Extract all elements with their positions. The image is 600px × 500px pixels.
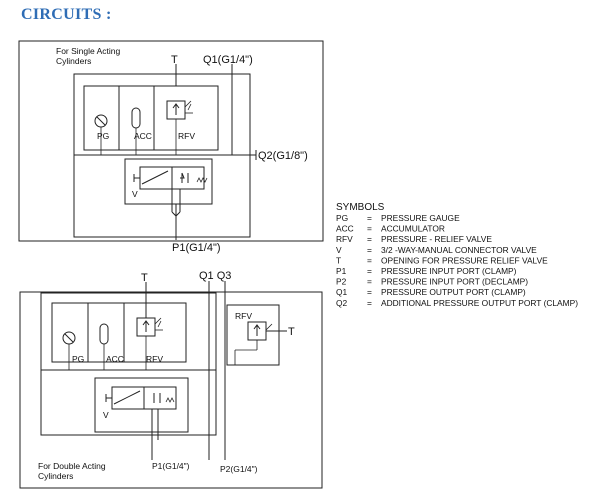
double-label-rfv-2: RFV (235, 311, 252, 321)
single-relief-valve-icon (166, 100, 193, 155)
symbol-code: Q1 (336, 287, 348, 297)
double-pressure-gauge-icon (62, 331, 76, 370)
single-top-block (83, 85, 219, 151)
symbol-equals: = (367, 298, 372, 308)
double-port-t: T (141, 272, 148, 284)
single-p1-junction (171, 211, 181, 217)
single-caption-line2: Cylinders (56, 56, 91, 66)
symbol-description: PRESSURE OUTPUT PORT (CLAMP) (381, 287, 526, 297)
symbol-description: OPENING FOR PRESSURE RELIEF VALVE (381, 255, 548, 265)
symbol-code: V (336, 245, 342, 255)
single-port-t: T (171, 54, 178, 66)
double-right-rfv-block (226, 304, 280, 366)
symbol-description: PRESSURE INPUT PORT (DECLAMP) (381, 277, 528, 287)
symbol-description: PRESSURE GAUGE (381, 213, 460, 223)
symbol-description: PRESSURE - RELIEF VALVE (381, 234, 492, 244)
symbol-code: P2 (336, 277, 347, 287)
symbol-code: T (336, 255, 341, 265)
double-caption-line1: For Double Acting (38, 461, 106, 471)
double-port-p1: P1(G1/4") (152, 461, 190, 471)
double-acting-circuit: For Double Acting Cylinders PG ACC RFV (19, 270, 323, 489)
double-accumulator-icon (99, 323, 109, 370)
symbol-equals: = (367, 234, 372, 244)
page-title: CIRCUITS : (21, 6, 112, 23)
single-label-rfv: RFV (178, 131, 195, 141)
double-outer-frame (19, 291, 323, 489)
double-3-2-valve-icon (94, 377, 189, 433)
double-caption-line2: Cylinders (38, 471, 73, 481)
single-outer-frame (18, 40, 324, 242)
symbol-equals: = (367, 287, 372, 297)
double-label-acc: ACC (106, 354, 124, 364)
symbol-equals: = (367, 277, 372, 287)
symbol-description: 3/2 -WAY-MANUAL CONNECTOR VALVE (381, 245, 537, 255)
single-port-q1: Q1(G1/4") (203, 54, 253, 66)
symbol-equals: = (367, 266, 372, 276)
single-label-acc: ACC (134, 131, 152, 141)
double-port-t-right: T (288, 326, 295, 338)
single-accumulator-icon (131, 107, 141, 155)
symbol-description: PRESSURE INPUT PORT (CLAMP) (381, 266, 517, 276)
symbol-equals: = (367, 213, 372, 223)
symbols-heading: SYMBOLS (336, 202, 385, 213)
double-port-p2: P2(G1/4") (220, 464, 258, 474)
single-port-p1: P1(G1/4") (172, 242, 221, 254)
single-3-2-valve-icon (124, 158, 213, 205)
symbol-equals: = (367, 255, 372, 265)
symbol-code: ACC (336, 224, 354, 234)
symbol-code: Q2 (336, 298, 348, 308)
double-manifold-body (40, 292, 217, 436)
double-top-block (51, 302, 187, 363)
single-acting-circuit: For Single Acting Cylinders PG ACC (18, 40, 324, 254)
single-label-v: V (132, 189, 138, 199)
symbol-description: ACCUMULATOR (381, 224, 445, 234)
double-right-relief-valve-icon (234, 321, 273, 365)
double-label-v: V (103, 410, 109, 420)
symbol-description: ADDITIONAL PRESSURE OUTPUT PORT (CLAMP) (381, 298, 578, 308)
double-relief-valve-icon (136, 317, 163, 370)
symbol-legend: SYMBOLS PG = PRESSURE GAUGE ACC = ACCUMULATOR… (336, 202, 578, 308)
double-port-q1-q3: Q1 Q3 (199, 270, 231, 282)
symbol-code: P1 (336, 266, 347, 276)
double-label-pg: PG (72, 354, 84, 364)
double-label-rfv: RFV (146, 354, 163, 364)
symbol-code: PG (336, 213, 348, 223)
symbol-equals: = (367, 224, 372, 234)
single-pressure-gauge-icon (94, 114, 108, 155)
symbol-code: RFV (336, 234, 353, 244)
single-port-q2: Q2(G1/8") (258, 150, 308, 162)
single-caption-line1: For Single Acting (56, 46, 121, 56)
single-label-pg: PG (97, 131, 109, 141)
symbol-equals: = (367, 245, 372, 255)
